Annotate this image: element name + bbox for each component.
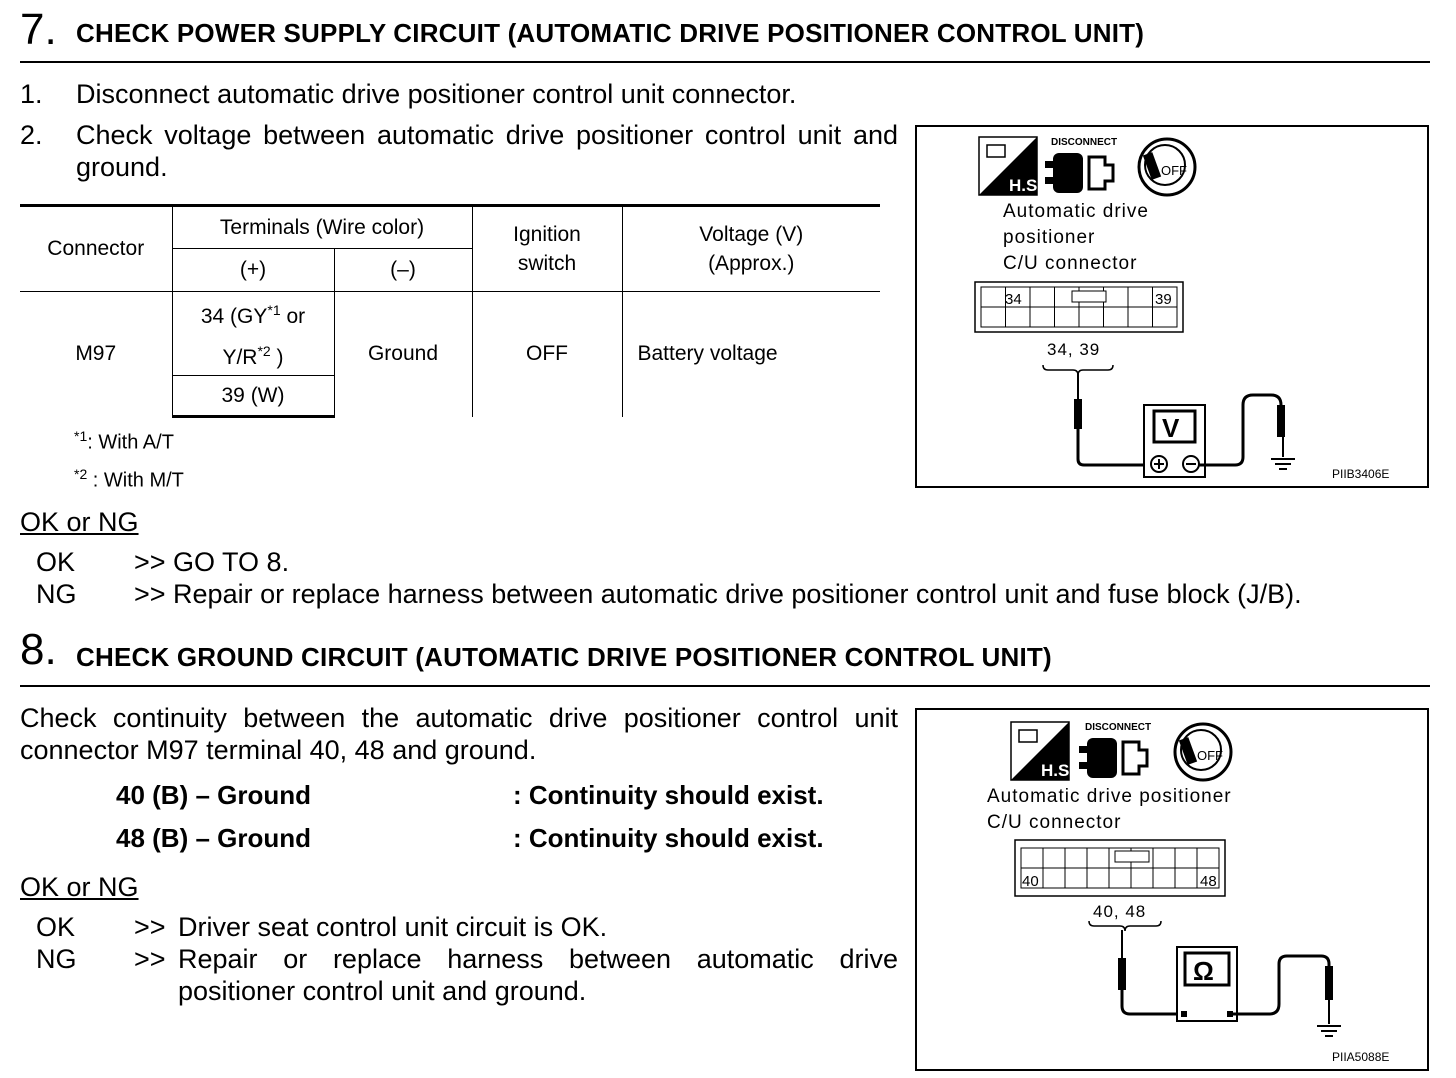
continuity-check-diagram: H.S. DISCONNECT OFF 40 48 40, 48 <box>915 708 1429 1071</box>
ohmmeter: Ω <box>1176 946 1238 1022</box>
svg-text:H.S.: H.S. <box>1009 176 1042 195</box>
ground-symbol <box>1317 1025 1341 1037</box>
check-40-right: : Continuity should exist. <box>513 780 824 810</box>
step-8-title: CHECK GROUND CIRCUIT (AUTOMATIC DRIVE PO… <box>76 642 1052 672</box>
footnote-1: *1: With A/T <box>74 428 174 454</box>
svg-text:DISCONNECT: DISCONNECT <box>1085 722 1151 733</box>
header-minus: (–) <box>333 248 473 292</box>
check-40-left: 40 (B) – Ground <box>116 780 312 810</box>
probe-label: 40, 48 <box>1093 902 1146 921</box>
check-48-left: 48 (B) – Ground <box>116 823 312 853</box>
step-8-ok-text: Driver seat control unit circuit is OK. <box>178 912 608 942</box>
svg-text:OFF: OFF <box>1161 163 1187 178</box>
connector-caption: Automatic drive positioner C/U connector <box>987 786 1232 833</box>
harness-side-icon: H.S. <box>1010 721 1074 781</box>
header-ignition-switch: Ignition switch <box>471 204 623 292</box>
header-terminals: Terminals (Wire color) <box>171 204 473 249</box>
header-voltage: Voltage (V) (Approx.) <box>621 204 880 292</box>
step-7-ok-label: OK <box>36 547 76 577</box>
connector-pin-34: 34 <box>1005 291 1022 308</box>
figure-id: PIIA5088E <box>1332 1050 1390 1064</box>
step-8-ok-ng-heading: OK or NG <box>20 872 139 902</box>
connector-pin-40: 40 <box>1022 873 1039 890</box>
step-7-ok-ng-heading: OK or NG <box>20 507 139 537</box>
continuity-check-svg: H.S. DISCONNECT OFF 40 48 40, 48 <box>1010 721 1341 1037</box>
connector-pin-39: 39 <box>1155 291 1172 308</box>
voltmeter: V <box>1143 404 1206 478</box>
step-8-ng-arrow: >> <box>134 944 166 974</box>
cell-connector: M97 <box>20 291 173 417</box>
disconnect-icon: DISCONNECT <box>1079 722 1151 778</box>
header-connector: Connector <box>20 204 173 292</box>
svg-text:OFF: OFF <box>1197 748 1223 763</box>
cu-connector: 40 48 <box>1014 839 1226 897</box>
voltage-check-svg: H.S. DISCONNECT OFF 34 39 34, 39 <box>974 136 1295 478</box>
cell-ignition: OFF <box>471 291 623 417</box>
cu-connector: 34 39 <box>974 281 1184 333</box>
step-8-ok-arrow: >> <box>134 912 166 942</box>
disconnect-icon: DISCONNECT <box>1045 137 1117 193</box>
step-8-divider <box>20 685 1430 687</box>
svg-text:V: V <box>1162 413 1180 443</box>
check-48-right: : Continuity should exist. <box>513 823 824 853</box>
step-7-ng-text: >> Repair or replace harness between aut… <box>134 579 1302 609</box>
step-7-number: 7. <box>20 5 57 54</box>
svg-text:DISCONNECT: DISCONNECT <box>1051 137 1117 148</box>
connector-pin-48: 48 <box>1200 873 1217 890</box>
svg-text:H.S.: H.S. <box>1041 761 1074 780</box>
cell-plus-b: 39 (W) <box>171 375 335 418</box>
step-8-ok-label: OK <box>36 912 76 942</box>
connector-caption: Automatic drive positioner C/U connector <box>1003 201 1149 274</box>
step-8-intro: Check continuity between the automatic d… <box>20 703 898 765</box>
step-7-title: CHECK POWER SUPPLY CIRCUIT (AUTOMATIC DR… <box>76 18 1145 48</box>
cell-voltage: Battery voltage <box>621 291 880 417</box>
step-7-item-2-text: Check voltage between automatic drive po… <box>76 120 898 182</box>
cell-minus: Ground <box>333 291 473 417</box>
ground-symbol <box>1271 458 1295 470</box>
step-7-ok-text: >> GO TO 8. <box>134 547 290 577</box>
figure-id: PIIB3406E <box>1332 467 1390 481</box>
step-7-divider <box>20 61 1430 63</box>
ignition-off-icon: OFF <box>1137 137 1197 197</box>
header-plus: (+) <box>171 248 335 292</box>
ignition-off-icon: OFF <box>1173 722 1233 782</box>
footnote-2: *2 : With M/T <box>74 466 184 492</box>
voltage-spec-table: Connector Terminals (Wire color) Ignitio… <box>20 204 880 418</box>
step-8-ng-text: Repair or replace harness between automa… <box>178 944 898 1006</box>
step-8-number: 8. <box>20 625 57 674</box>
svg-text:Ω: Ω <box>1193 956 1214 986</box>
probe-label: 34, 39 <box>1047 340 1100 359</box>
harness-side-icon: H.S. <box>978 136 1042 196</box>
step-7-item-1-num: 1. <box>20 79 43 109</box>
step-8-ng-label: NG <box>36 944 77 974</box>
voltage-check-diagram: H.S. DISCONNECT OFF 34 39 34, 39 <box>915 125 1429 488</box>
step-7-ng-label: NG <box>36 579 77 609</box>
step-7-item-1-text: Disconnect automatic drive positioner co… <box>76 79 797 109</box>
step-7-item-2-num: 2. <box>20 120 43 150</box>
